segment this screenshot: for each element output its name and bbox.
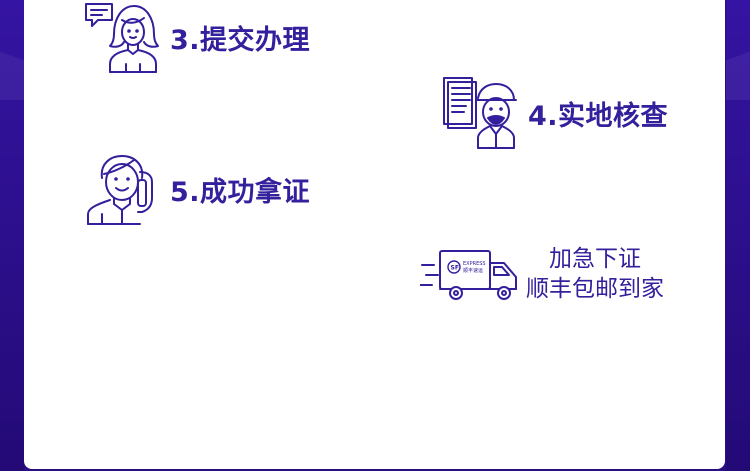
man-phone-icon: [87, 155, 153, 225]
frame-left: [0, 0, 24, 471]
step-label: 3.提交办理: [170, 24, 311, 56]
step-get-license: 5.成功拿证: [84, 152, 310, 226]
truck-logo-text: EXPRESS: [463, 261, 486, 267]
delivery-text: 加急下证 顺丰包邮到家: [526, 244, 664, 304]
step-label: 5.成功拿证: [170, 176, 311, 208]
svg-text:SF: SF: [451, 265, 459, 272]
step-inspection: 4.实地核查: [442, 76, 668, 150]
step-label: 4.实地核查: [528, 100, 669, 132]
process-card: 3.提交办理 4.实地核查: [24, 0, 725, 469]
inspector-document-icon: [443, 77, 517, 149]
delivery-line-1: 加急下证: [549, 246, 641, 272]
delivery-line-2: 顺丰包邮到家: [526, 276, 664, 302]
truck-logo-cn: 顺丰速运: [463, 267, 483, 274]
frame-corner-left: [0, 0, 24, 100]
delivery-truck-icon: SF EXPRESS 顺丰速运: [420, 250, 517, 300]
frame-corner-right: [726, 0, 750, 100]
frame-right: [726, 0, 750, 471]
woman-speech-bubble-icon: [85, 3, 159, 73]
step-submit: 3.提交办理: [84, 0, 310, 74]
delivery-info: SF EXPRESS 顺丰速运 加急下证 顺丰包邮到家: [420, 244, 664, 304]
